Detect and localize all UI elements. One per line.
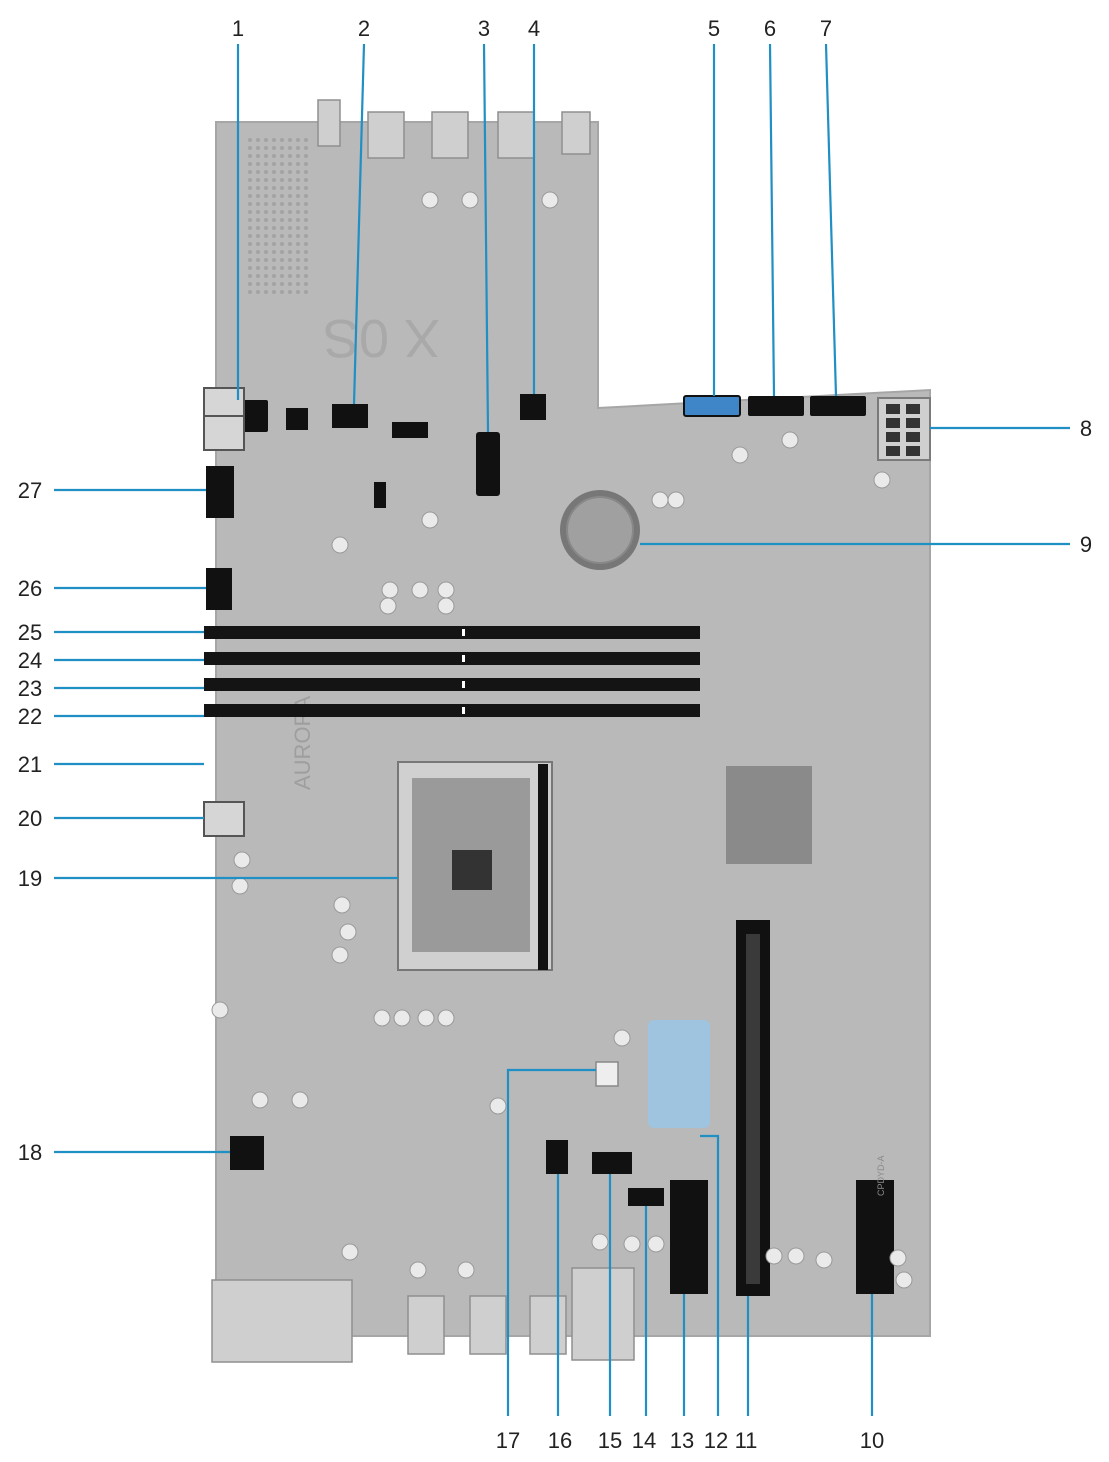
callout-1: 1 [232,16,244,41]
callout-19: 19 [18,866,42,891]
leader-3 [482,43,490,433]
callout-23: 23 [18,676,42,701]
header-26 [206,568,232,610]
leader-2 [352,43,366,405]
fan-header-18 [230,1136,264,1170]
usb-port-bottom-2 [469,1295,507,1355]
rear-io-bottom [211,1267,635,1363]
usb-port-bottom-3 [529,1295,567,1355]
dimm-slot-25 [204,626,700,639]
callout-25: 25 [18,620,42,645]
board-model-label: X 0S [323,308,440,368]
callout-18: 18 [18,1140,42,1165]
rear-io-top [317,99,591,159]
usb-port-top-2 [431,111,469,159]
audio-jack-top [317,99,341,147]
usb-port-top-3 [497,111,535,159]
callout-numbers: 1 2 3 4 5 6 7 8 9 10 11 12 13 14 15 16 1… [18,16,1092,1453]
callout-6: 6 [764,16,776,41]
callout-16: 16 [548,1428,572,1453]
dimm-slot-23 [204,678,700,691]
callout-22: 22 [18,704,42,729]
connector-17 [595,1061,619,1087]
callout-11: 11 [735,1428,758,1453]
leader-7 [824,43,838,397]
cpu-socket-lever [538,764,548,970]
leader-lines [54,43,1070,1416]
callout-9: 9 [1080,532,1092,557]
capacitors [211,191,913,1289]
jumper-block [286,408,308,430]
header-small [392,422,428,438]
callout-12: 12 [704,1428,728,1453]
fan-header-2 [332,404,368,428]
callout-3: 3 [478,16,490,41]
callout-4: 4 [528,16,540,41]
dimm-slot-22 [204,704,700,717]
callout-15: 15 [598,1428,622,1453]
power-4pin-21-main [203,415,245,451]
power-4pin-20 [203,801,245,837]
sata-port-7 [810,396,866,416]
callout-27: 27 [18,478,42,503]
component-layer: CPDYD-A [203,191,931,1363]
lan-port-bottom [571,1267,635,1361]
callout-24: 24 [18,648,42,673]
header-15 [592,1152,632,1174]
cpu-power-8pin [877,397,931,461]
cpu-socket [397,761,553,971]
leader-6 [768,43,776,397]
callout-5: 5 [708,16,720,41]
callout-26: 26 [18,576,42,601]
header-16 [546,1140,568,1174]
m2-ssd-pad [648,1020,710,1128]
pcie-slot-10 [856,1180,894,1294]
sata-port-5 [683,395,741,417]
pcie-x1-slot-13 [670,1180,708,1294]
coin-cell-battery [560,490,640,570]
board-outline [215,121,931,1337]
dimm-slots [204,626,700,717]
callout-2: 2 [358,16,370,41]
callout-17: 17 [496,1428,520,1453]
callout-10: 10 [860,1428,884,1453]
callout-7: 7 [820,16,832,41]
usb-port-top-1 [367,111,405,159]
leader-17 [506,1068,596,1416]
small-jumper [374,482,386,508]
m2-slot [476,432,500,496]
sata-port-6 [748,396,804,416]
usb-port-bottom-1 [407,1295,445,1355]
fan-header-4 [520,394,546,420]
callout-21: 21 [18,752,42,777]
cpu-socket-center [452,850,492,890]
usb-c-port-top [561,111,591,155]
callout-14: 14 [632,1428,656,1453]
pcie-tag-label: CPDYD-A [876,1155,886,1196]
callout-13: 13 [670,1428,694,1453]
pcie-x16-slot [736,920,770,1296]
vent-grid [248,138,308,294]
dimm-slot-24 [204,652,700,665]
motherboard [215,121,931,1337]
heatsink [726,766,812,864]
leader-12 [700,1134,720,1416]
usb-header-27 [206,466,234,518]
callout-8: 8 [1080,416,1092,441]
header-14 [628,1188,664,1206]
audio-block-bottom [211,1279,353,1363]
callout-20: 20 [18,806,42,831]
